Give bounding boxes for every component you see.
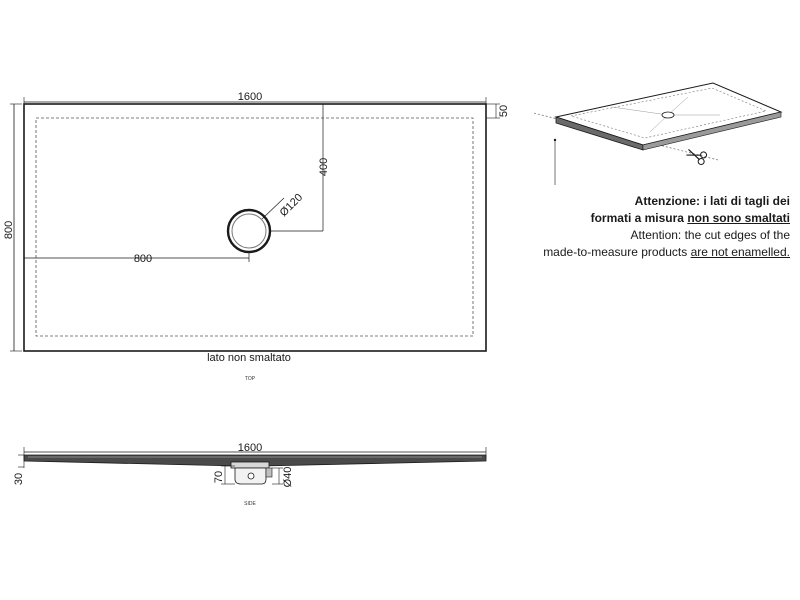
drain-icon [661, 111, 675, 119]
tray-inner-dashed-outline [35, 117, 474, 337]
isometric-tray-sketch [533, 82, 783, 185]
drain-diameter-label: Ø120 [278, 192, 306, 220]
note-en-line-2a: made-to-measure products [543, 245, 691, 259]
rim-label: 50 [498, 105, 510, 117]
top-view-caption: TOP [245, 376, 256, 382]
drain-outlet-label: Ø40 [282, 467, 294, 488]
drain-depth-label: 70 [213, 471, 225, 483]
side-view: 1600 30 70 Ø40 SIDE [13, 442, 487, 507]
note-en-line-1: Attention: the cut edges of the [630, 228, 790, 242]
note-it-line-1: Attenzione: i lati di tagli dei [634, 194, 790, 208]
tray-outline [23, 103, 487, 352]
side-width-label: 1600 [238, 442, 262, 454]
drain-offset-y-label: 400 [318, 158, 330, 176]
scissors-icon [686, 149, 708, 165]
note-it-line-2: formati a misura non sono smaltati [490, 210, 790, 227]
drain-hole [226, 208, 272, 254]
note-en-line-2: made-to-measure products are not enamell… [490, 244, 790, 261]
edge-caption: lato non smaltato [207, 352, 291, 364]
note-it-line-2a: formati a misura [590, 211, 688, 225]
top-view: 1600 800 50 400 800 Ø120 lato non smalta… [3, 91, 510, 382]
side-height-label: 30 [13, 473, 25, 485]
drain-fitting [230, 461, 273, 485]
note-en-line-2b: are not enamelled. [690, 245, 790, 259]
drain-offset-x-label: 800 [134, 253, 152, 265]
warning-note: Attenzione: i lati di tagli dei formati … [490, 193, 790, 261]
top-depth-label: 800 [3, 221, 15, 239]
side-view-caption: SIDE [244, 501, 256, 507]
note-it-line-2b: non sono smaltati [687, 211, 790, 225]
top-width-label: 1600 [238, 91, 262, 103]
